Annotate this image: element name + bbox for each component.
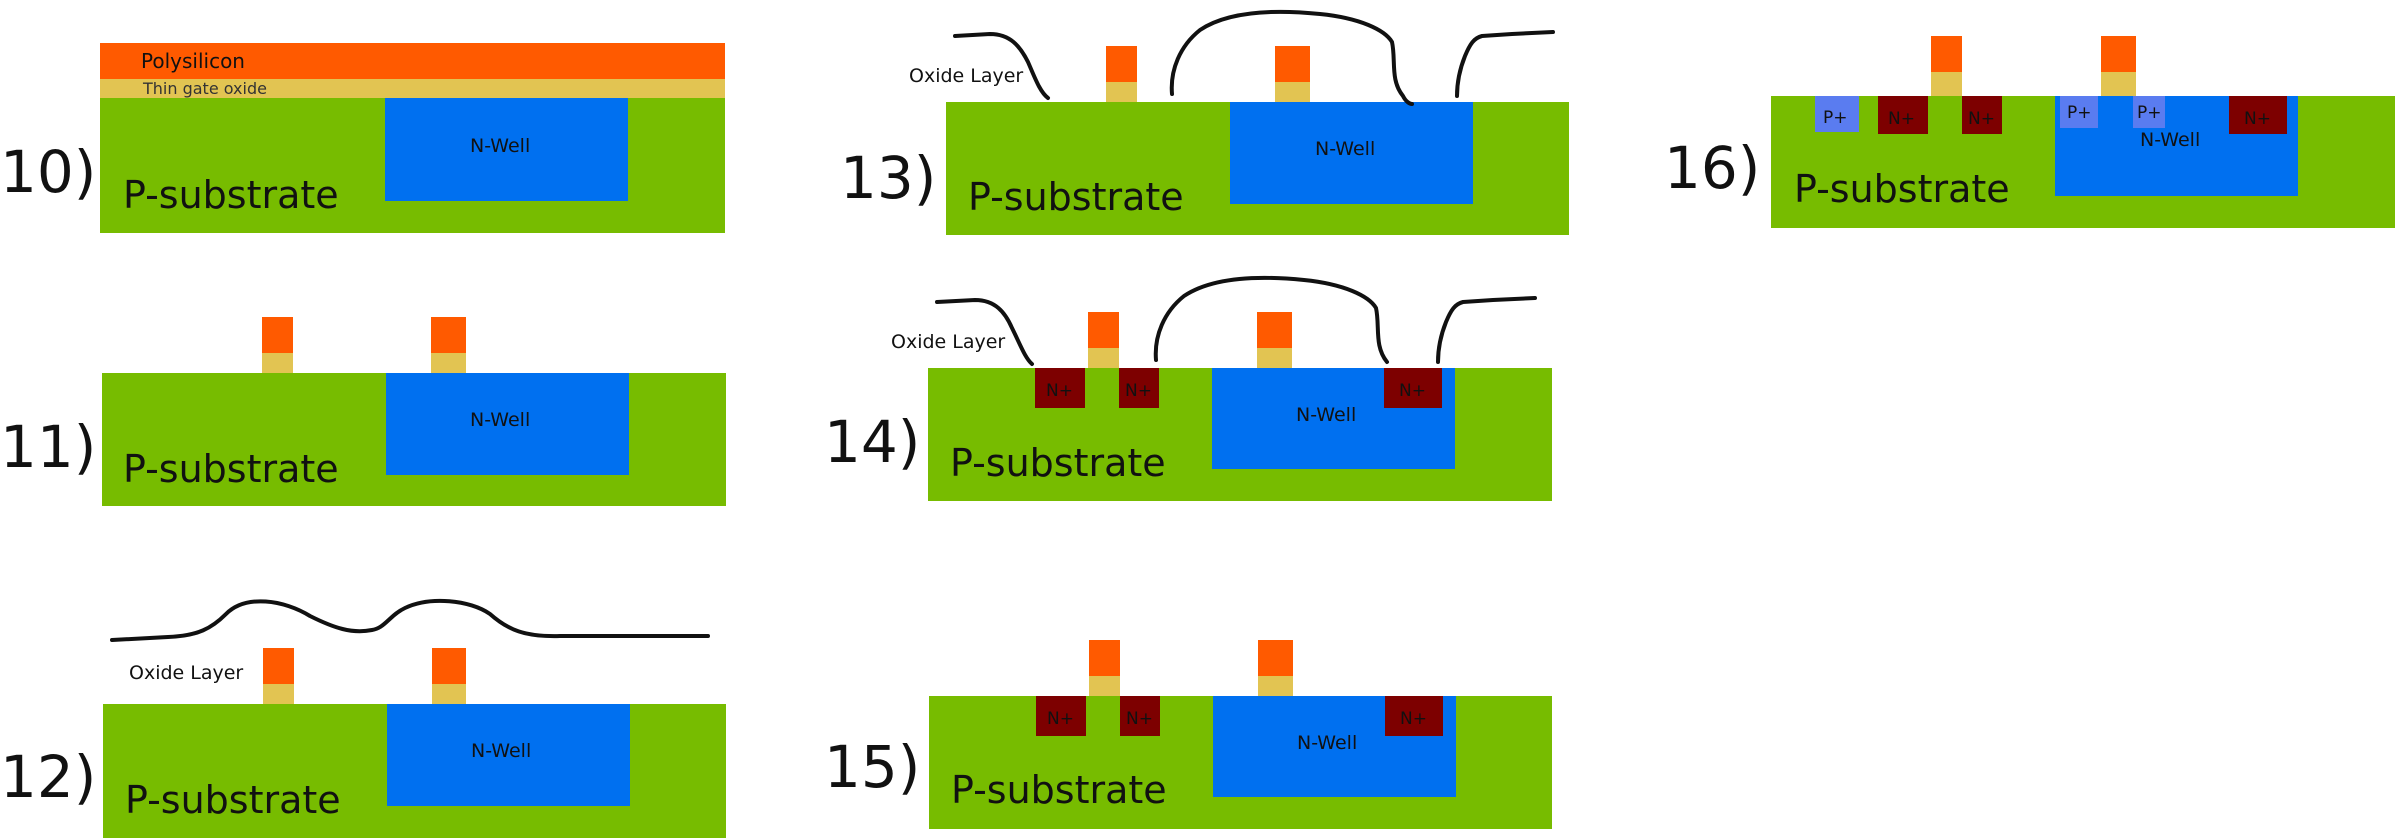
n-plus-label: N+ [1126, 709, 1153, 729]
poly-gate [1106, 46, 1137, 82]
step-14: 14) Oxide Layer N+ N+ N+ P-substrate N-W… [824, 275, 1552, 501]
n-plus-label: N+ [2244, 109, 2271, 129]
p-plus-diffusion [2133, 96, 2165, 128]
gate-oxide [1089, 676, 1120, 696]
gate-oxide [262, 353, 293, 373]
n-plus-diffusion [1384, 368, 1442, 408]
gate-oxide [431, 353, 466, 373]
step-13: 13) Oxide Layer P-substrate N-Well [840, 9, 1569, 235]
step-number: 10) [0, 138, 96, 206]
step-number: 11) [0, 413, 96, 481]
p-substrate-label: P-substrate [1794, 167, 2010, 211]
n-well-label: N-Well [470, 135, 530, 157]
oxide-layer-label: Oxide Layer [909, 65, 1023, 87]
n-plus-diffusion [1036, 696, 1086, 736]
n-well-label: N-Well [2140, 129, 2200, 151]
thin-gate-oxide-label: Thin gate oxide [142, 79, 267, 98]
p-substrate-label: P-substrate [125, 778, 341, 822]
p-substrate-label: P-substrate [950, 441, 1166, 485]
p-plus-diffusion [2060, 96, 2098, 128]
step-number: 15) [824, 733, 920, 801]
n-plus-diffusion [1119, 368, 1159, 408]
step-15: 15) N+ N+ N+ P-substrate N-Well [824, 640, 1552, 829]
gate-oxide [1931, 72, 1962, 96]
n-plus-diffusion [1035, 368, 1085, 408]
poly-gate [1257, 312, 1292, 348]
gate-oxide [1275, 82, 1310, 102]
p-plus-label: P+ [2067, 103, 2092, 123]
n-well [386, 373, 629, 475]
n-well-label: N-Well [1315, 138, 1375, 160]
oxide-layer-curve-middle [1169, 9, 1414, 106]
n-plus-label: N+ [1046, 381, 1073, 401]
poly-gate [432, 648, 466, 684]
gate-oxide [2101, 72, 2136, 96]
oxide-layer-label: Oxide Layer [129, 662, 243, 684]
poly-gate [263, 648, 294, 684]
n-plus-label: N+ [1968, 109, 1995, 129]
gate-oxide [1088, 348, 1119, 368]
n-plus-diffusion [1120, 696, 1160, 736]
p-substrate-label: P-substrate [123, 447, 339, 491]
gate-oxide [1106, 82, 1137, 102]
n-plus-label: N+ [1400, 709, 1427, 729]
n-plus-label: N+ [1047, 709, 1074, 729]
step-number: 16) [1664, 134, 1760, 202]
gate-oxide [263, 684, 294, 704]
step-number: 12) [0, 743, 96, 811]
n-plus-diffusion [1385, 696, 1443, 736]
gate-oxide [432, 684, 466, 704]
oxide-layer-curve-right [1436, 296, 1537, 364]
thin-gate-oxide-layer [100, 79, 725, 98]
p-plus-label: P+ [2137, 103, 2162, 123]
poly-gate [1089, 640, 1120, 676]
n-plus-label: N+ [1125, 381, 1152, 401]
poly-gate [1275, 46, 1310, 82]
step-11: 11) P-substrate N-Well [0, 317, 726, 506]
n-plus-label: N+ [1399, 381, 1426, 401]
n-well [1230, 102, 1473, 204]
p-substrate-label: P-substrate [123, 173, 339, 217]
polysilicon-layer [100, 43, 725, 79]
n-well-label: N-Well [1297, 732, 1357, 754]
gate-oxide [1258, 676, 1293, 696]
n-well [387, 704, 630, 806]
poly-gate [431, 317, 466, 353]
n-plus-diffusion [2229, 96, 2287, 134]
oxide-layer-curve-middle [1153, 275, 1389, 364]
n-well-label: N-Well [471, 740, 531, 762]
oxide-layer-curve-left [935, 298, 1034, 366]
p-plus-diffusion [1815, 96, 1859, 132]
poly-gate [262, 317, 293, 353]
step-number: 13) [840, 144, 936, 212]
poly-gate [1088, 312, 1119, 348]
step-16: 16) P+ N+ N+ P+ P+ N+ P-substrate N-Well [1664, 36, 2395, 228]
oxide-layer-label: Oxide Layer [891, 331, 1005, 353]
n-well [385, 98, 628, 201]
polysilicon-label: Polysilicon [141, 49, 245, 73]
oxide-layer-curve [110, 598, 710, 642]
n-plus-diffusion [1962, 96, 2002, 134]
step-number: 14) [824, 408, 920, 476]
gate-oxide [1257, 348, 1292, 368]
n-plus-label: N+ [1888, 109, 1915, 129]
n-plus-diffusion [1878, 96, 1928, 134]
n-well-label: N-Well [1296, 404, 1356, 426]
step-10: 10) Polysilicon Thin gate oxide P-substr… [0, 43, 725, 233]
step-12: 12) Oxide Layer P-substrate N-Well [0, 598, 726, 838]
n-well-label: N-Well [470, 409, 530, 431]
p-substrate-label: P-substrate [968, 175, 1184, 219]
poly-gate [1258, 640, 1293, 676]
oxide-layer-curve-left [953, 32, 1050, 100]
p-plus-label: P+ [1823, 108, 1848, 128]
poly-gate [1931, 36, 1962, 72]
oxide-layer-curve-right [1455, 30, 1555, 98]
poly-gate [2101, 36, 2136, 72]
p-substrate-label: P-substrate [951, 768, 1167, 812]
